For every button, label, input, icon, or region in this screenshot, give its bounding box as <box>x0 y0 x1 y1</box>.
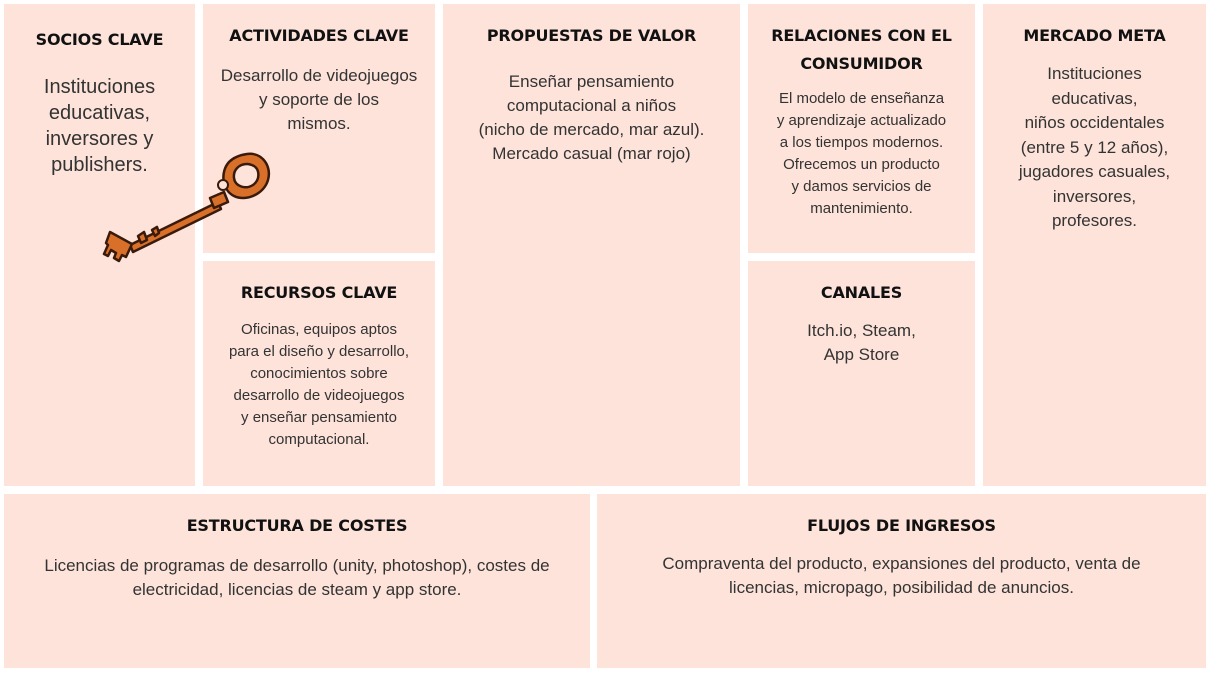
actividades-clave-title: ACTIVIDADES CLAVE <box>229 26 409 45</box>
section-canales: CANALES Itch.io, Steam, App Store <box>748 261 975 486</box>
canales-title: CANALES <box>820 283 903 302</box>
socios-clave-title: SOCIOS CLAVE <box>35 30 164 49</box>
socios-clave-text: Instituciones educativas, inversores y p… <box>43 76 156 176</box>
estructura-de-costes-title: ESTRUCTURA DE COSTES <box>186 516 408 535</box>
propuestas-de-valor-title: PROPUESTAS DE VALOR <box>486 26 697 45</box>
section-relaciones-con-el-consumidor: RELACIONES CON EL CONSUMIDOR El modelo d… <box>748 4 975 253</box>
mercado-meta-title: MERCADO META <box>1023 26 1166 45</box>
propuestas-de-valor-text: Enseñar pensamiento computacional a niño… <box>478 72 705 163</box>
estructura-de-costes-text: Licencias de programas de desarrollo (un… <box>44 556 550 599</box>
flujos-de-ingresos-title: FLUJOS DE INGRESOS <box>807 516 996 535</box>
key-icon <box>102 152 271 263</box>
section-socios-clave: SOCIOS CLAVE Instituciones educativas, i… <box>4 4 195 486</box>
canales-text: Itch.io, Steam, App Store <box>807 321 916 364</box>
mercado-meta-text: Instituciones educativas, niños occident… <box>1018 64 1171 230</box>
section-actividades-clave: ACTIVIDADES CLAVE Desarrollo de videojue… <box>203 4 435 253</box>
section-mercado-meta: MERCADO META Instituciones educativas, n… <box>983 4 1206 486</box>
section-propuestas-de-valor: PROPUESTAS DE VALOR Enseñar pensamiento … <box>443 4 740 486</box>
section-flujos-de-ingresos: FLUJOS DE INGRESOS Compraventa del produ… <box>597 494 1206 668</box>
recursos-clave-text: Oficinas, equipos aptos para el diseño y… <box>228 321 410 448</box>
relaciones-text: El modelo de enseñanza y aprendizaje act… <box>776 90 947 217</box>
actividades-clave-text: Desarrollo de videojuegos y soporte de l… <box>220 66 418 133</box>
relaciones-title: RELACIONES CON EL CONSUMIDOR <box>771 26 952 73</box>
section-recursos-clave: RECURSOS CLAVE Oficinas, equipos aptos p… <box>203 261 435 486</box>
flujos-de-ingresos-text: Compraventa del producto, expansiones de… <box>662 554 1141 597</box>
recursos-clave-title: RECURSOS CLAVE <box>240 283 398 302</box>
section-estructura-de-costes: ESTRUCTURA DE COSTES Licencias de progra… <box>4 494 590 668</box>
